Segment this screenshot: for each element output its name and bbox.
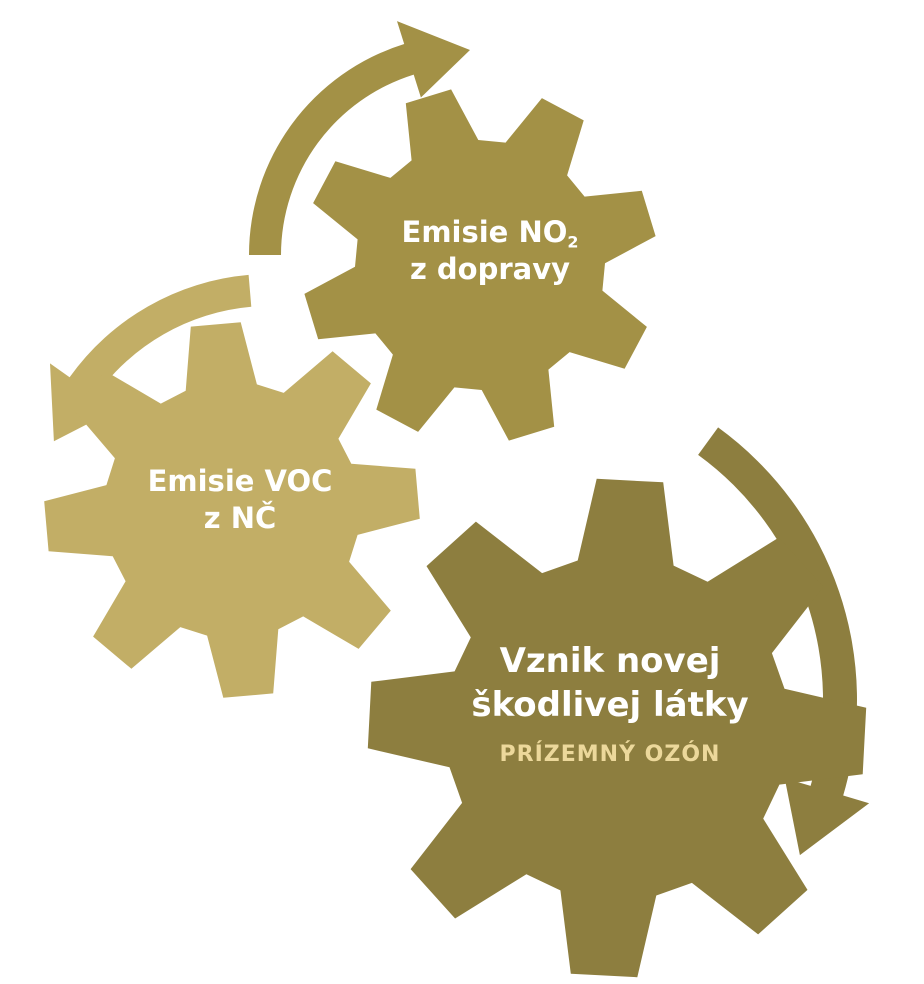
gear-ozon-line1: Vznik novej [499,641,721,681]
gear-no2-emissions [304,89,656,441]
gear-ozon-subtitle: PRÍZEMNÝ OZÓN [499,742,721,768]
no2-subscript: 2 [567,232,579,252]
gear-ground-ozone [367,478,867,978]
gear-voc-line1: Emisie VOC [147,464,333,498]
gear-voc-emissions [44,322,420,698]
top-curved-arrow [248,21,470,255]
gear-no2-line2: z dopravy [409,252,571,287]
gear-no2-label: Emisie NO2 z dopravy [370,214,610,288]
gear-voc-line2: z NČ [203,501,277,536]
gear-voc-label: Emisie VOC z NČ [110,463,370,537]
gear-no2-line1: Emisie NO2 [401,215,579,252]
gear-ozon-label: Vznik novej škodlivej látky PRÍZEMNÝ OZÓ… [430,640,790,769]
gear-ozon-line2: škodlivej látky [471,684,749,725]
